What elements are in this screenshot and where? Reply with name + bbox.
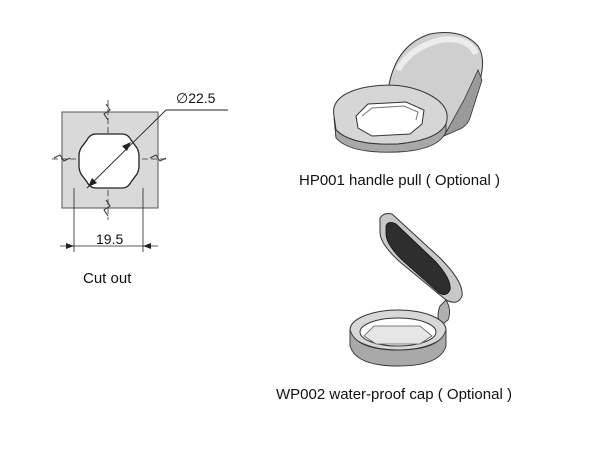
handle-pull-caption: HP001 handle pull ( Optional )	[299, 172, 500, 189]
handle-pull-illustration	[333, 32, 484, 153]
handle-opening	[355, 101, 425, 137]
diameter-arrow-low	[88, 178, 97, 187]
diameter-arrow-high	[122, 142, 131, 151]
width-arrow-left	[66, 243, 74, 249]
cap-ring-side	[349, 329, 447, 367]
diameter-dimension-value: 22.5	[188, 90, 216, 106]
cutout-caption: Cut out	[83, 270, 132, 287]
diameter-symbol: ∅	[176, 90, 189, 106]
cutout-drawing	[52, 100, 228, 252]
cap-lid-inner	[385, 222, 451, 295]
diameter-dimension: ∅22.5	[176, 90, 215, 107]
waterproof-cap-caption: WP002 water-proof cap ( Optional )	[276, 386, 512, 403]
handle-ring-edge	[333, 117, 447, 153]
cutout-hole	[78, 133, 140, 189]
width-dimension-value: 19.5	[96, 231, 124, 247]
waterproof-cap-illustration	[349, 213, 463, 367]
width-arrow-right	[143, 243, 151, 249]
